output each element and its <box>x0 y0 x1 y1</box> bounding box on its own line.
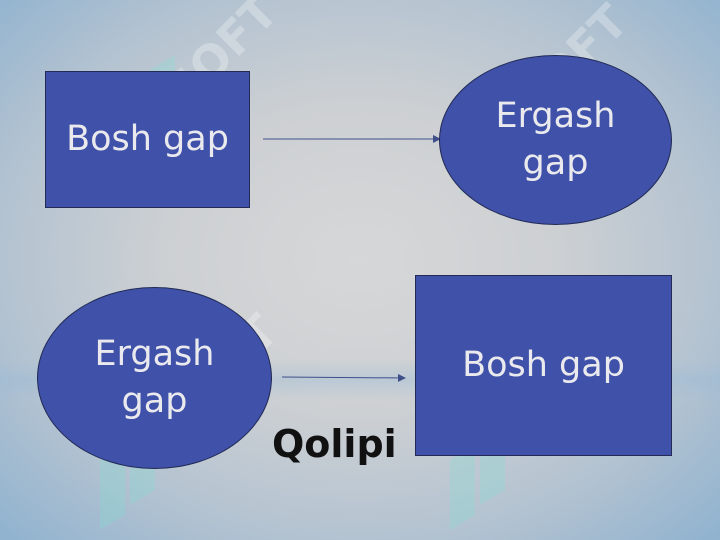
arrow-bottom <box>281 373 406 382</box>
node-ergash-gap-bottom: Ergash gap <box>37 287 272 469</box>
node-bosh-gap-top: Bosh gap <box>45 71 250 208</box>
node-ergash-gap-top: Ergash gap <box>439 55 672 225</box>
node-label: Ergash gap <box>495 96 616 183</box>
node-label: Bosh gap <box>462 345 625 385</box>
node-bosh-gap-bottom: Bosh gap <box>415 275 672 456</box>
node-label: Ergash gap <box>94 334 215 421</box>
diagram-caption: Qolipi <box>272 422 397 466</box>
node-label: Bosh gap <box>66 119 229 159</box>
